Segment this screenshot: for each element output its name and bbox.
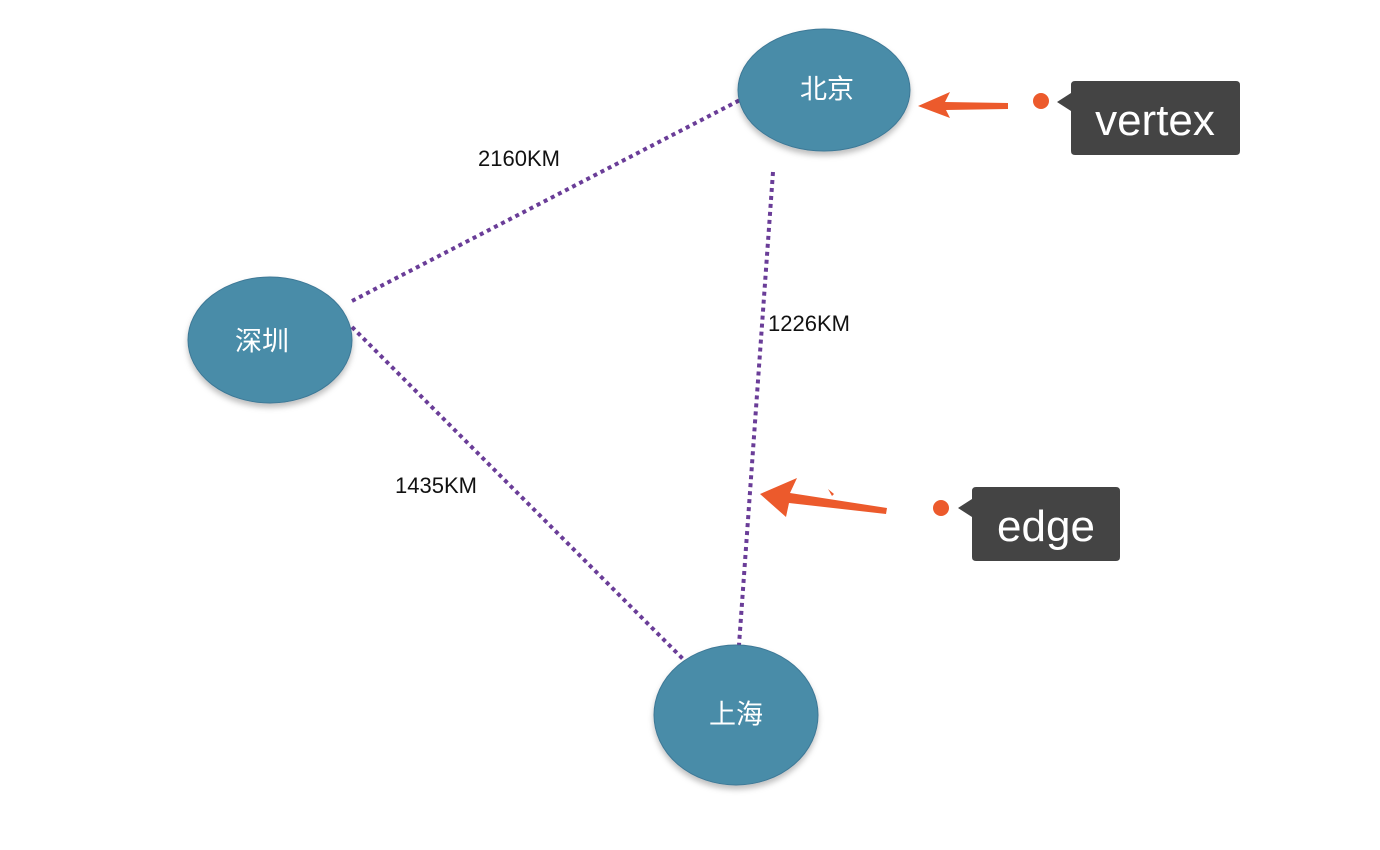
edge-shenzhen-beijing[interactable]	[351, 98, 741, 303]
callout-vertex: vertex	[918, 81, 1240, 155]
edge-arrow-icon	[760, 478, 887, 517]
edge-callout-label: edge	[997, 502, 1095, 551]
node-shenzhen-shape	[187, 276, 353, 404]
node-shanghai-label: 上海	[709, 700, 763, 731]
edge-beijing-shanghai[interactable]	[737, 171, 775, 646]
edge-label-1435: 1435KM	[395, 473, 477, 498]
vertex-callout-box	[1057, 81, 1240, 155]
edges	[350, 98, 775, 664]
edge-shenzhen-shanghai[interactable]	[350, 325, 688, 664]
node-shenzhen-label: 深圳	[235, 327, 289, 358]
node-beijing[interactable]: 北京	[737, 28, 911, 152]
edge-arrow-nick-icon	[828, 489, 834, 496]
edge-label-1226: 1226KM	[768, 311, 850, 336]
node-beijing-label: 北京	[800, 75, 854, 106]
node-beijing-shape	[737, 28, 911, 152]
node-shenzhen[interactable]: 深圳	[187, 276, 353, 404]
edge-callout-box	[958, 487, 1120, 561]
callout-edge: edge	[760, 478, 1120, 561]
vertex-dot-icon	[1033, 93, 1049, 109]
vertex-arrow-icon	[918, 92, 1008, 118]
edge-label-2160: 2160KM	[478, 146, 560, 171]
node-shanghai-shape	[653, 644, 819, 786]
vertex-callout-label: vertex	[1095, 96, 1215, 145]
edge-dot-icon	[933, 500, 949, 516]
node-shanghai[interactable]: 上海	[653, 644, 819, 786]
edge-labels: 2160KM 1226KM 1435KM	[395, 146, 850, 498]
